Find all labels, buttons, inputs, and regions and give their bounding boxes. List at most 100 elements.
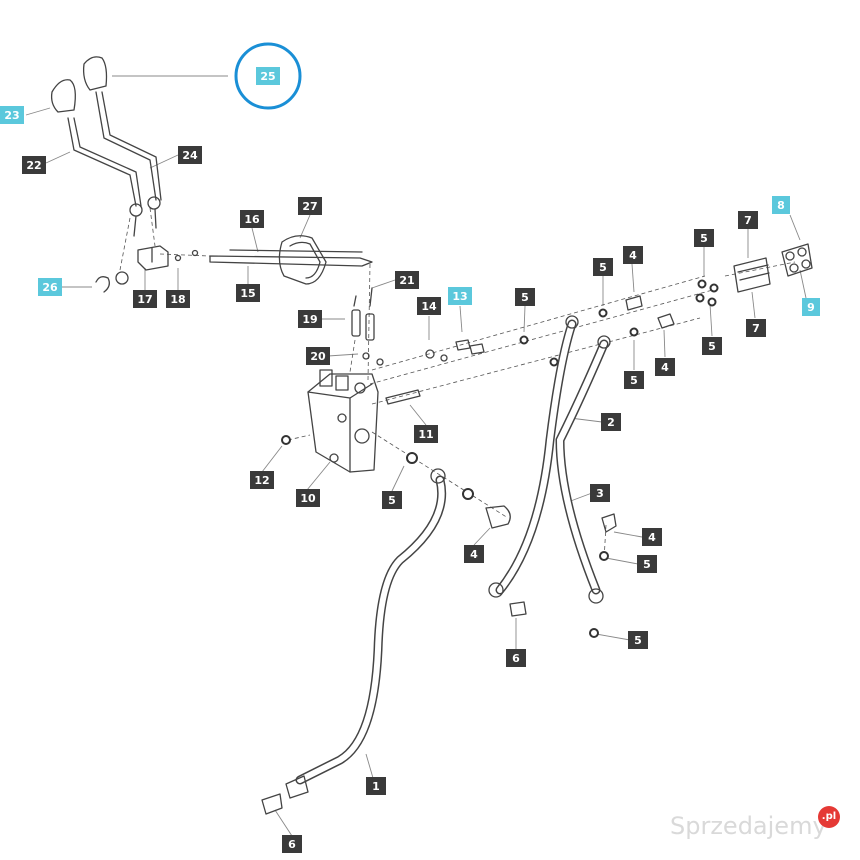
callout-26-box: [38, 278, 62, 296]
callout-11: 11: [414, 425, 438, 443]
callout-18-text: 18: [170, 293, 185, 306]
callout-6a: 6: [506, 649, 526, 667]
callout-24: 24: [178, 146, 202, 164]
callout-15-box: [236, 284, 260, 302]
callout-4d: 4: [642, 528, 662, 546]
callout-5e-box: [624, 371, 644, 389]
callout-22: 22: [22, 156, 46, 174]
callout-27: 27: [298, 197, 322, 215]
callout-5c-box: [694, 229, 714, 247]
callout-13-text: 13: [452, 290, 467, 303]
quick-couplers: [733, 243, 813, 293]
callout-5b-text: 5: [599, 261, 607, 274]
callout-18-box: [166, 290, 190, 308]
hoses: [261, 315, 611, 815]
callout-14: 14: [417, 297, 441, 315]
callout-5a-text: 5: [521, 291, 529, 304]
callout-5h-box: [628, 631, 648, 649]
callout-9-text: 9: [807, 301, 815, 314]
bracket-parts: [95, 245, 199, 293]
assembly-axes: [119, 207, 796, 561]
callout-5f-text: 5: [388, 494, 396, 507]
callout-11-text: 11: [418, 428, 433, 441]
callout-2: 2: [601, 413, 621, 431]
callout-12: 12: [250, 471, 274, 489]
callout-3-box: [590, 484, 610, 502]
callout-4c: 4: [464, 545, 484, 563]
callout-6b: 6: [282, 835, 302, 853]
callout-5d: 5: [702, 337, 722, 355]
callout-8-box: [772, 196, 790, 214]
callout-5g: 5: [637, 555, 657, 573]
callout-13-box: [448, 287, 472, 305]
callout-4b-box: [655, 358, 675, 376]
callout-5h: 5: [628, 631, 648, 649]
callout-10: 10: [296, 489, 320, 507]
callout-22-text: 22: [26, 159, 41, 172]
callout-5b-box: [593, 258, 613, 276]
callout-4d-text: 4: [648, 531, 656, 544]
callout-14-box: [417, 297, 441, 315]
callout-4b-text: 4: [661, 361, 669, 374]
callout-5e: 5: [624, 371, 644, 389]
callout-27-box: [298, 197, 322, 215]
callout-7b: 7: [746, 319, 766, 337]
pin-parts: [351, 287, 384, 366]
callout-7b-box: [746, 319, 766, 337]
callout-5c-text: 5: [700, 232, 708, 245]
callout-10-box: [296, 489, 320, 507]
callout-9: 9: [802, 298, 820, 316]
callout-17-box: [133, 290, 157, 308]
callout-21-box: [395, 271, 419, 289]
watermark-text: Sprzedajemy: [670, 812, 827, 840]
highlight-ring: [234, 42, 302, 110]
callout-5f: 5: [382, 491, 402, 509]
callout-23: 23: [0, 106, 24, 124]
callout-16: 16: [240, 210, 264, 228]
callout-6a-box: [506, 649, 526, 667]
callout-1-text: 1: [372, 780, 380, 793]
callout-15: 15: [236, 284, 260, 302]
callout-labels: 1 2 3 4 4 4 4 5 5 5 5 5 5 5 5 6 6 7 7 8 …: [0, 67, 820, 853]
callout-25-text: 25: [260, 70, 275, 83]
callout-5c: 5: [694, 229, 714, 247]
o-rings: [406, 279, 719, 638]
callout-20-text: 20: [310, 350, 326, 363]
callout-15-text: 15: [240, 287, 255, 300]
callout-19-text: 19: [302, 313, 317, 326]
callout-4c-box: [464, 545, 484, 563]
callout-5f-box: [382, 491, 402, 509]
watermark-badge: .pl: [818, 806, 840, 828]
callout-7a-box: [738, 211, 758, 229]
callout-18: 18: [166, 290, 190, 308]
leader-lines: [25, 75, 807, 837]
callout-21: 21: [395, 271, 419, 289]
callout-8-text: 8: [777, 199, 785, 212]
callout-4c-text: 4: [470, 548, 478, 561]
callout-10-text: 10: [300, 492, 316, 505]
callout-25-box: [256, 67, 280, 85]
callout-16-box: [240, 210, 264, 228]
callout-4d-box: [642, 528, 662, 546]
callout-5a: 5: [515, 288, 535, 306]
callout-7a: 7: [738, 211, 758, 229]
callout-17-text: 17: [137, 293, 152, 306]
callout-6b-text: 6: [288, 838, 296, 851]
callout-1: 1: [366, 777, 386, 795]
callout-12-box: [250, 471, 274, 489]
callout-6a-text: 6: [512, 652, 520, 665]
callout-24-box: [178, 146, 202, 164]
callout-5d-box: [702, 337, 722, 355]
callout-14-text: 14: [421, 300, 437, 313]
callout-23-text: 23: [4, 109, 19, 122]
callout-1-box: [366, 777, 386, 795]
callout-19: 19: [298, 310, 322, 328]
callout-12-text: 12: [254, 474, 269, 487]
callout-27-text: 27: [302, 200, 317, 213]
callout-22-box: [22, 156, 46, 174]
callout-5d-text: 5: [708, 340, 716, 353]
callout-6b-box: [282, 835, 302, 853]
callout-26-text: 26: [42, 281, 58, 294]
